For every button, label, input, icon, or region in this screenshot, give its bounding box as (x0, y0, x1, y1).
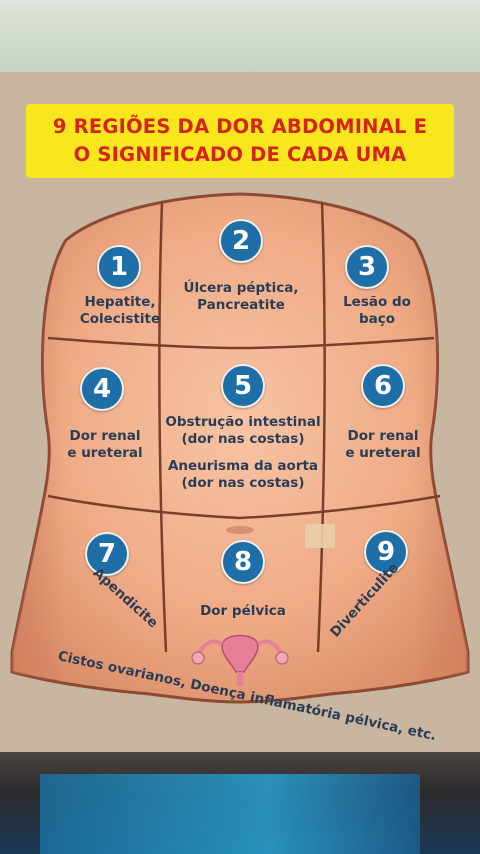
region-badge-3: 3 (345, 245, 389, 289)
background-object (40, 774, 420, 854)
region-2-label: Úlcera péptica,Pancreatite (183, 280, 299, 313)
region-badge-8: 8 (221, 540, 265, 584)
region-8-label: Dor pélvica (200, 603, 286, 619)
region-1-label: Hepatite,Colecistite (79, 294, 161, 327)
region-badge-7: 7 (85, 532, 129, 576)
sticker-patch (305, 524, 335, 548)
region-badge-2: 2 (219, 219, 263, 263)
navel (226, 526, 254, 534)
region-grid-lines (47, 201, 441, 653)
video-bottom-band (0, 752, 480, 854)
title-line-1: 9 REGIÕES DA DOR ABDOMINAL E (52, 115, 428, 138)
title-banner: 9 REGIÕES DA DOR ABDOMINAL E O SIGNIFICA… (26, 104, 454, 178)
title-line-2: O SIGNIFICADO DE CADA UMA (73, 143, 407, 166)
video-top-band (0, 0, 480, 72)
region-badge-5: 5 (221, 364, 265, 408)
abdomen-illustration (10, 192, 470, 704)
region-badge-4: 4 (80, 367, 124, 411)
region-5-label: Obstrução intestinal(dor nas costas) Ane… (165, 414, 321, 491)
region-badge-1: 1 (97, 245, 141, 289)
uterus-icon (191, 634, 289, 686)
region-badge-9: 9 (364, 530, 408, 574)
region-badge-6: 6 (361, 364, 405, 408)
